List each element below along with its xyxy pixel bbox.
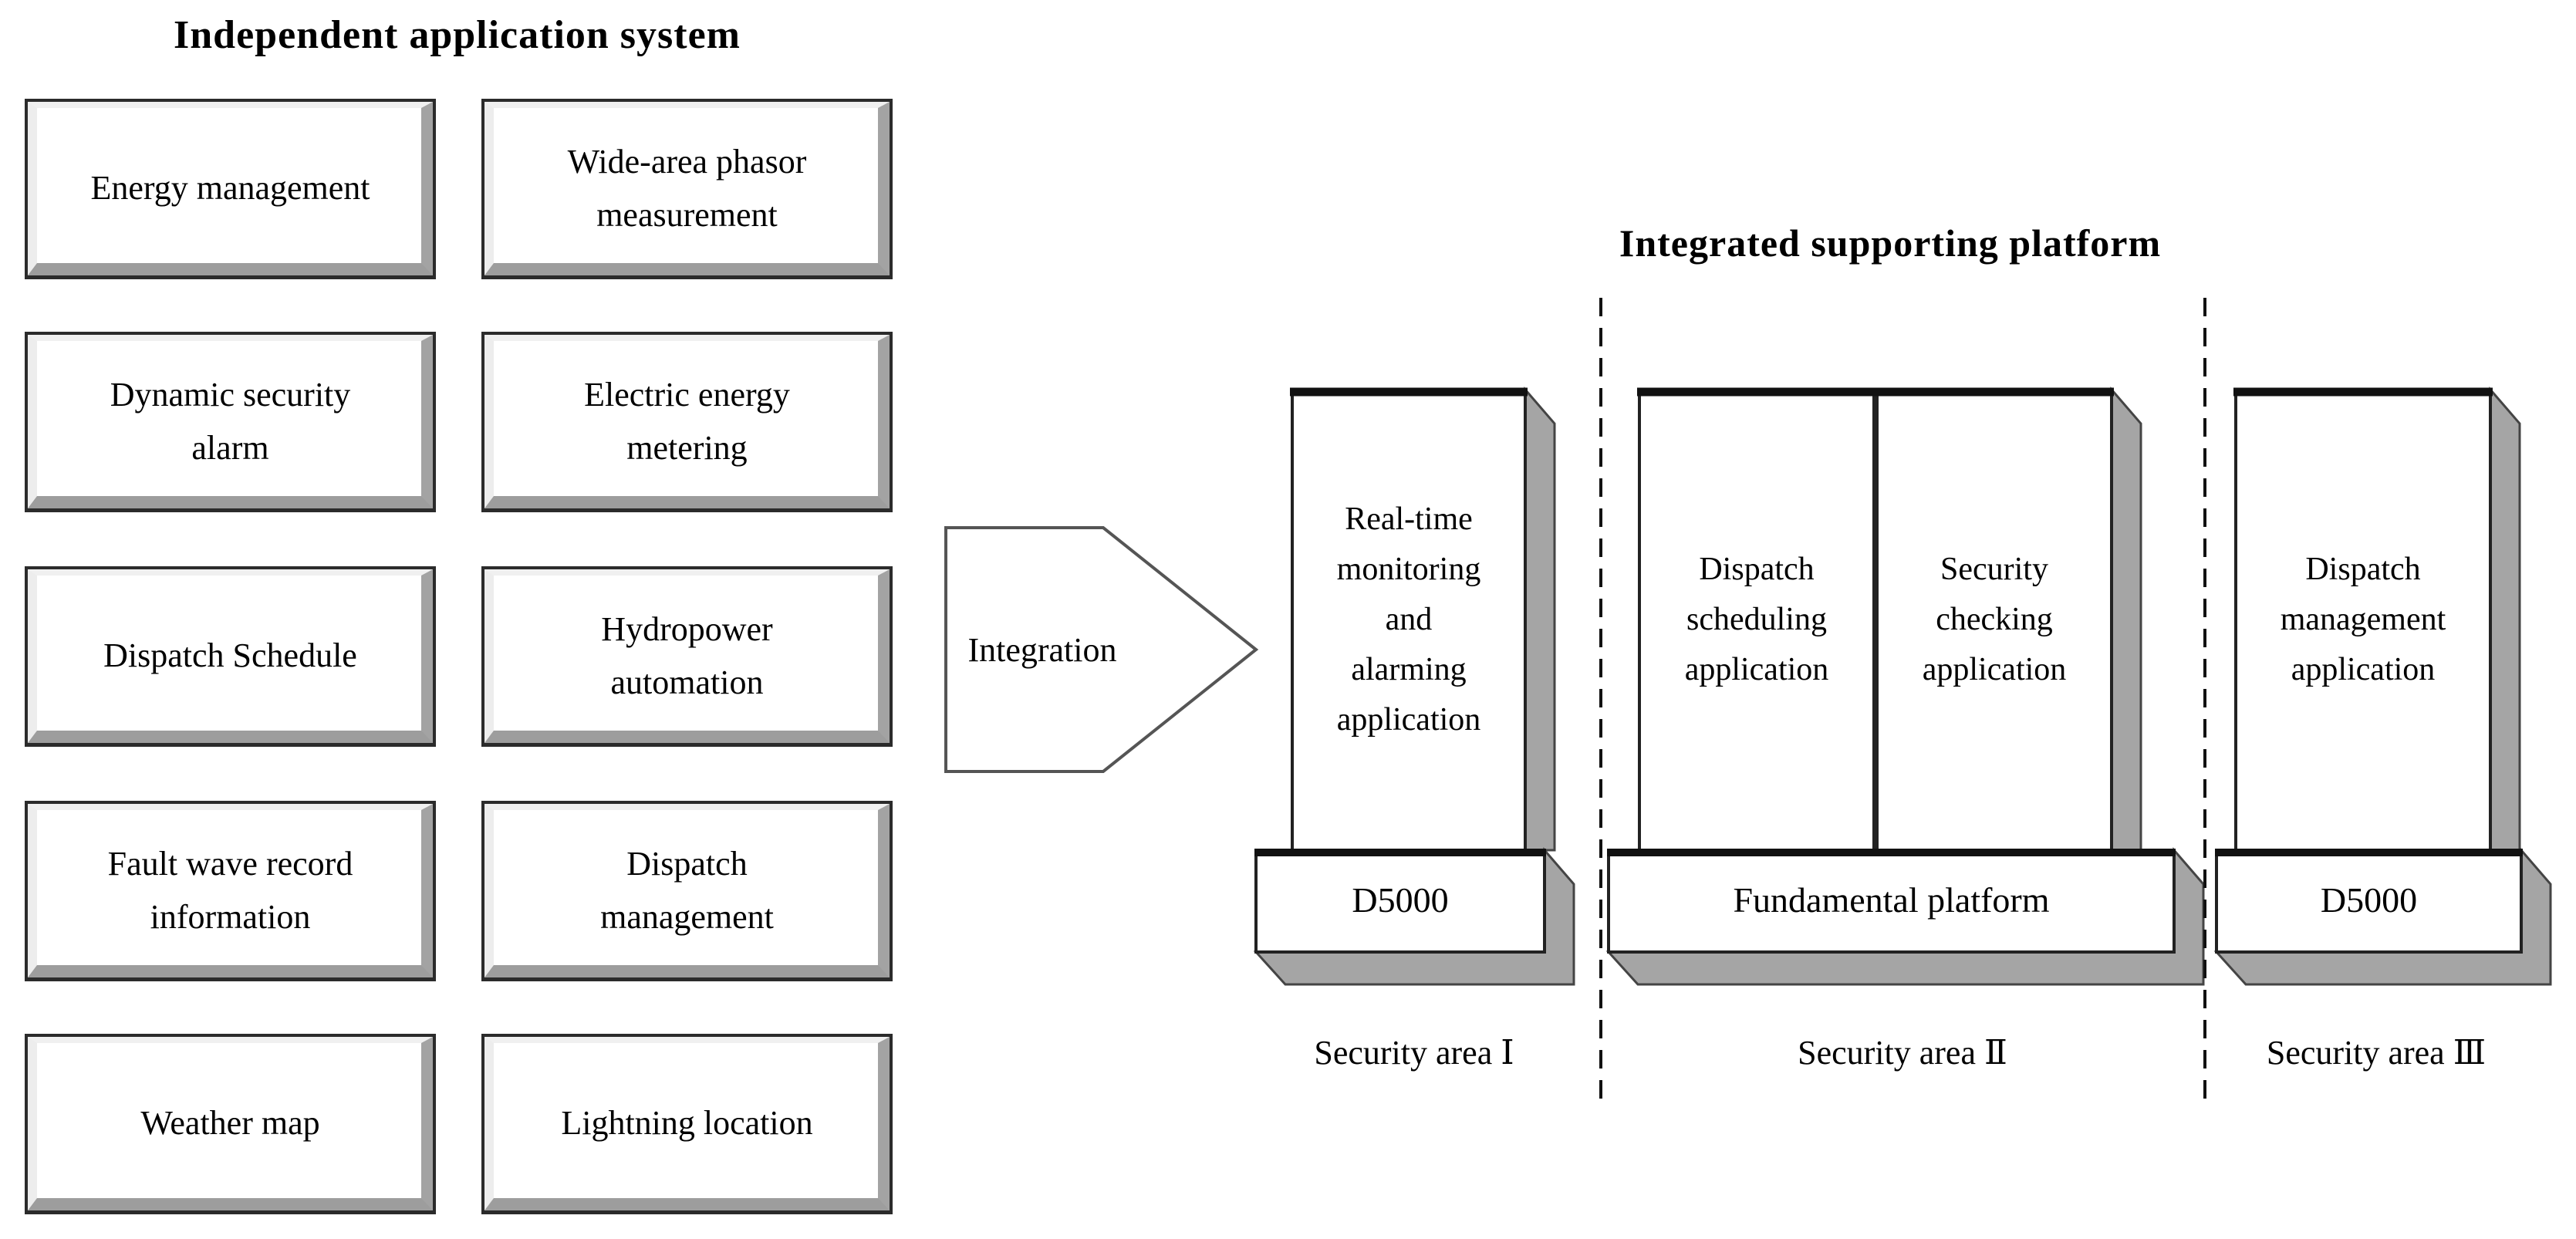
box-bevel bbox=[28, 102, 433, 275]
tower-face-4 bbox=[2234, 388, 2492, 852]
app-box-lightning-location: Lightning location bbox=[481, 1034, 893, 1214]
app-box-label: Energy management bbox=[90, 169, 370, 208]
platform-face-1 bbox=[1254, 849, 1546, 954]
platform-label-d5000-area3: D5000 bbox=[2320, 879, 2418, 920]
box-bevel bbox=[28, 335, 433, 508]
tower-shadow-3 bbox=[2110, 386, 2142, 852]
box-bevel bbox=[484, 1037, 890, 1210]
app-box-fault-wave-record-information: Fault wave record information bbox=[25, 801, 436, 981]
app-box-label: Dispatch management bbox=[600, 845, 774, 936]
app-box-weather-map: Weather map bbox=[25, 1034, 436, 1214]
app-box-dispatch-schedule: Dispatch Schedule bbox=[25, 566, 436, 747]
integration-arrow-shape bbox=[944, 526, 1259, 773]
tower-shadow-4 bbox=[2489, 386, 2521, 852]
box-bevel bbox=[28, 569, 433, 743]
app-box-hydropower-automation: Hydropower automation bbox=[481, 566, 893, 747]
box-bevel bbox=[484, 804, 890, 977]
app-box-label: Fault wave record information bbox=[107, 845, 353, 936]
left-panel-title: Independent application system bbox=[174, 13, 741, 57]
box-bevel bbox=[484, 102, 890, 275]
integration-arrow-label: Integration bbox=[967, 630, 1117, 669]
app-box-electric-energy-metering: Electric energy metering bbox=[481, 332, 893, 512]
app-box-label: Dynamic security alarm bbox=[110, 376, 351, 467]
platform-label-fundamental-platform: Fundamental platform bbox=[1733, 879, 2050, 920]
app-box-label: Lightning location bbox=[561, 1104, 813, 1143]
app-box-dispatch-management: Dispatch management bbox=[481, 801, 893, 981]
app-box-label: Hydropower automation bbox=[601, 610, 773, 701]
app-box-label: Electric energy metering bbox=[584, 376, 790, 467]
box-bevel bbox=[28, 1037, 433, 1210]
security-area-1-label: Security area Ⅰ bbox=[1314, 1033, 1514, 1072]
app-box-label: Weather map bbox=[140, 1104, 320, 1143]
security-area-2-label: Security area Ⅱ bbox=[1798, 1033, 2007, 1072]
tower-face-1 bbox=[1291, 388, 1527, 852]
platform-face-2 bbox=[1607, 849, 2176, 954]
tower-label-dispatch-scheduling: Dispatch scheduling application bbox=[1684, 551, 1829, 688]
box-bevel bbox=[484, 335, 890, 508]
tower-face-3 bbox=[1875, 388, 2113, 852]
security-area-3-label: Security area Ⅲ bbox=[2266, 1033, 2487, 1072]
tower-label-dispatch-management: Dispatch management application bbox=[2280, 551, 2446, 688]
app-box-label: Dispatch Schedule bbox=[103, 636, 357, 675]
app-box-dynamic-security-alarm: Dynamic security alarm bbox=[25, 332, 436, 512]
tower-shadow-1 bbox=[1524, 386, 1556, 852]
box-bevel bbox=[28, 804, 433, 977]
tower-label-security-checking: Security checking application bbox=[1922, 551, 2067, 688]
app-box-wide-area-phasor-measurement: Wide-area phasor measurement bbox=[481, 99, 893, 279]
app-box-energy-management: Energy management bbox=[25, 99, 436, 279]
tower-label-realtime-monitoring: Real-time monitoring and alarming applic… bbox=[1336, 501, 1481, 738]
box-bevel bbox=[484, 569, 890, 743]
right-panel-title: Integrated supporting platform bbox=[1619, 221, 2162, 265]
tower-face-2 bbox=[1638, 388, 1875, 852]
app-box-label: Wide-area phasor measurement bbox=[567, 143, 807, 234]
platform-label-d5000-area1: D5000 bbox=[1352, 879, 1449, 920]
